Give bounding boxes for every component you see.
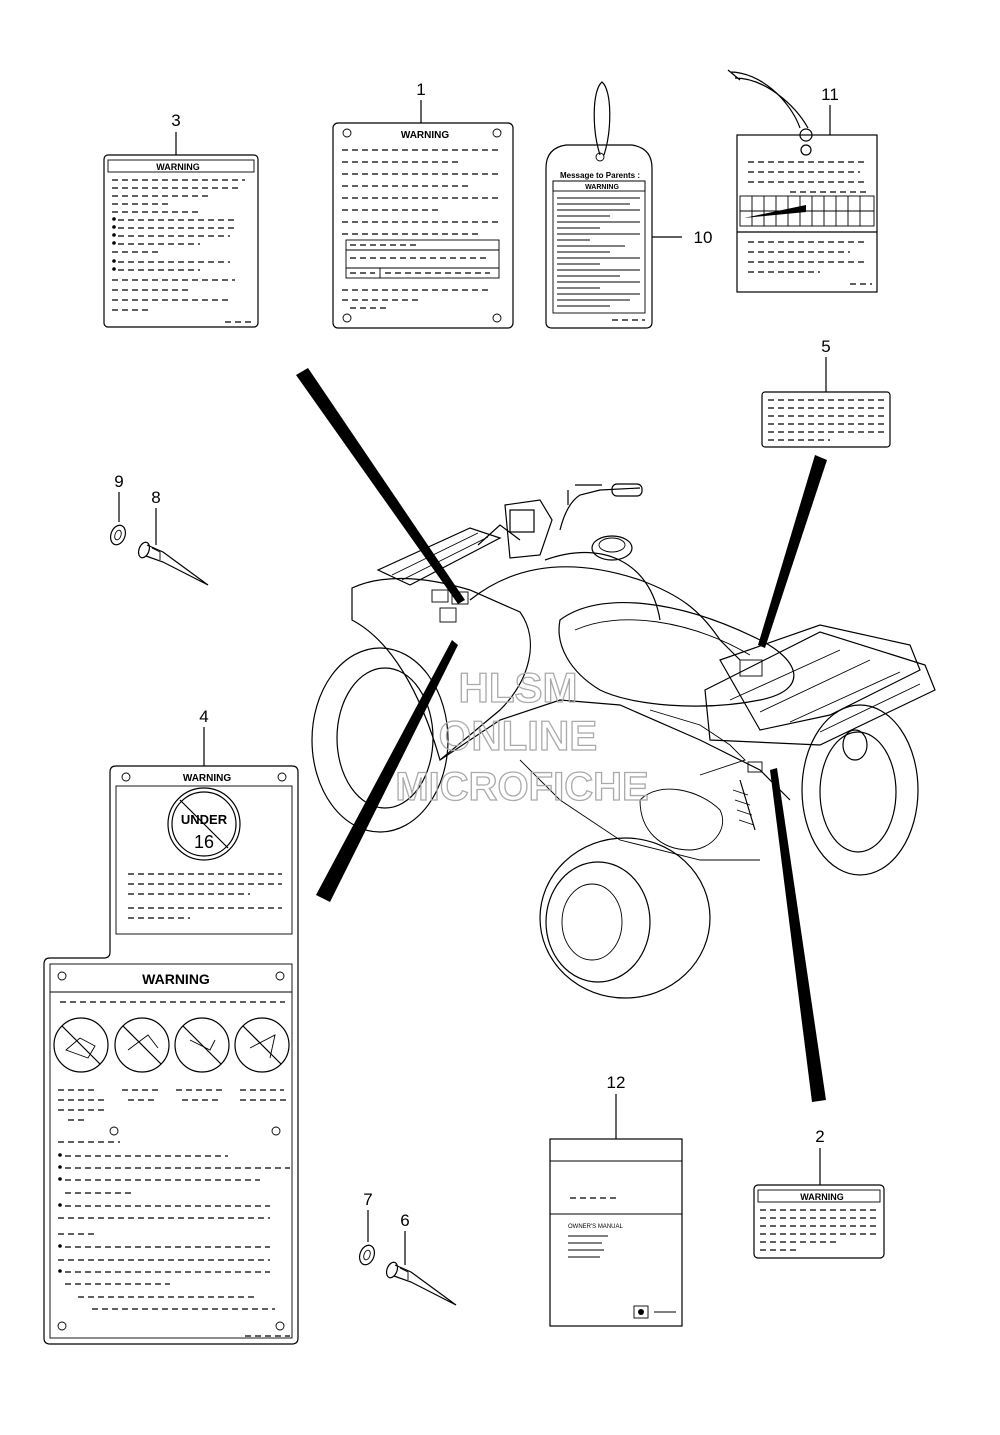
watermark-line-2: ONLINE — [439, 712, 598, 759]
callout-6: 6 — [400, 1211, 409, 1230]
callout-11: 11 — [821, 85, 839, 104]
callout-2: 2 — [815, 1127, 824, 1146]
label-4-main-warning: WARNING — [142, 971, 210, 987]
label-2: 2 WARNING — [753, 1127, 885, 1259]
label-1-warning: WARNING — [401, 130, 450, 141]
message-to-parents: Message to Parents : — [560, 171, 640, 180]
watermark-line-3: MICROFICHE — [395, 765, 648, 809]
callout-4: 4 — [199, 707, 208, 726]
age-text: 16 — [194, 832, 214, 852]
callout-12: 12 — [607, 1073, 626, 1092]
atv-illustration — [311, 483, 936, 999]
callout-5: 5 — [821, 337, 830, 356]
parts-7-6: 7 6 — [358, 1190, 457, 1306]
label-3: 3 WARNING — [103, 111, 259, 328]
label-10-warning: WARNING — [585, 184, 619, 191]
watermark: HLSM ONLINE MICROFICHE — [395, 663, 650, 809]
callout-3: 3 — [171, 111, 180, 130]
label-4-top-warning: WARNING — [183, 773, 232, 784]
label-11-tag: 11 — [727, 69, 878, 293]
callout-8: 8 — [151, 488, 160, 507]
leader-pointers — [296, 368, 827, 1102]
label-2-warning: WARNING — [800, 1192, 844, 1202]
under-text: UNDER — [181, 812, 228, 827]
callout-1: 1 — [416, 80, 425, 99]
callout-7: 7 — [363, 1190, 372, 1209]
label-4: 4 WARNING UNDER 16 WARNING — [43, 707, 299, 1345]
owners-manual-12: 12 OWNER'S MANUAL — [549, 1073, 683, 1327]
label-3-warning: WARNING — [156, 162, 200, 172]
label-5: 5 — [761, 337, 891, 448]
parts-9-8: 9 8 — [109, 472, 209, 586]
callout-10: 10 — [694, 228, 713, 247]
label-10-tag: Message to Parents : WARNING 10 — [545, 81, 713, 329]
callout-9: 9 — [114, 472, 123, 491]
pictogram-row — [53, 1017, 290, 1073]
watermark-line-1: HLSM — [459, 664, 578, 711]
owners-manual-title: OWNER'S MANUAL — [568, 1224, 623, 1230]
label-1: 1 WARNING — [332, 80, 514, 329]
